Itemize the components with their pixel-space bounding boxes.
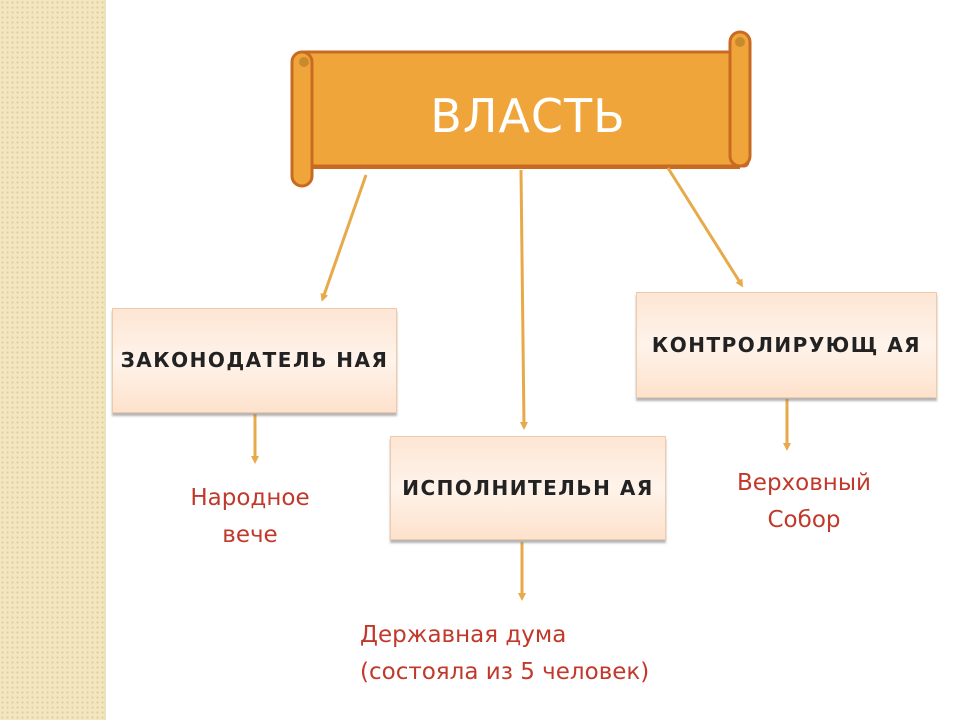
executive-body-detail: (состояла из 5 человек) — [360, 659, 650, 685]
executive-branch-box: ИСПОЛНИТЕЛЬН АЯ — [390, 436, 666, 540]
arrow-to-supervisory — [666, 167, 744, 288]
executive-body-name: Державная дума — [360, 622, 567, 648]
supervisory-body-note: Верховный Собор — [737, 470, 871, 533]
executive-branch-label: ИСПОЛНИТЕЛЬН АЯ — [402, 475, 654, 500]
decorative-side-divider — [104, 0, 106, 720]
legislative-branch-label: ЗАКОНОДАТЕЛЬ НАЯ — [120, 348, 389, 372]
arrow-to-executive — [519, 169, 528, 430]
title-scroll-banner — [290, 30, 752, 188]
supervisory-branch-box: КОНТРОЛИРУЮЩ АЯ — [636, 292, 937, 398]
diagram-title: ВЛАСТЬ — [430, 89, 626, 143]
legislative-branch-box: ЗАКОНОДАТЕЛЬ НАЯ — [112, 308, 397, 413]
decorative-side-strip — [0, 0, 104, 720]
supervisory-branch-label: КОНТРОЛИРУЮЩ АЯ — [651, 332, 922, 357]
arrow-to-legislative — [320, 174, 368, 302]
executive-body-note: Державная дума (состояла из 5 человек) — [360, 617, 710, 691]
legislative-body-note: Народное вече — [190, 485, 310, 548]
